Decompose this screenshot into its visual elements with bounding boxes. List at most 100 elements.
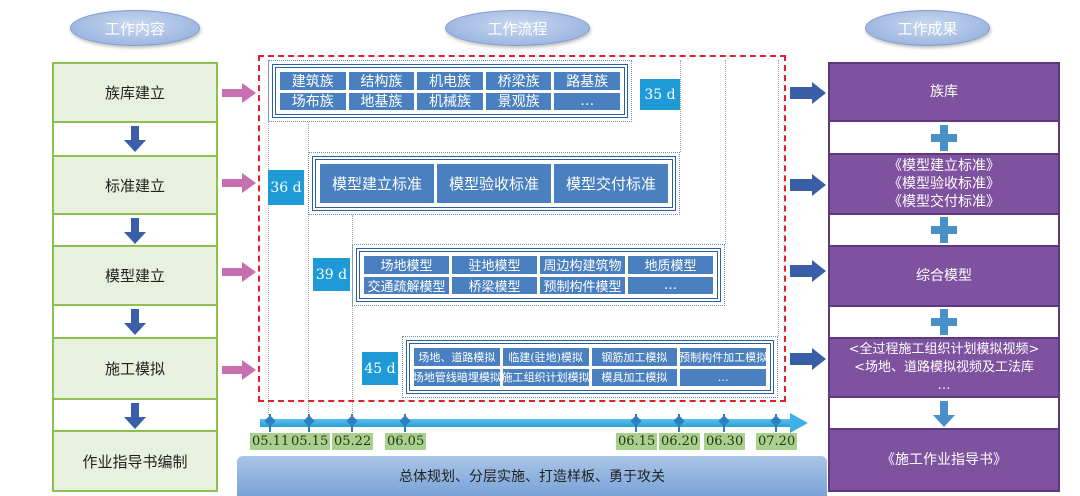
result-construction-guide: 《施工作业指导书》 (828, 428, 1060, 492)
process-item: 建筑族 (280, 72, 346, 90)
timeline-marker-icon (772, 414, 780, 432)
timeline-date: 05.22 (332, 433, 374, 450)
duration-badge: 39 d (313, 258, 350, 291)
process-item: 周边构建筑物 (540, 256, 625, 274)
process-item: 场布族 (280, 92, 346, 110)
result-standards: 《模型建立标准》《模型验收标准》《模型交付标准》 (828, 153, 1060, 215)
process-block-inner: 场地、道路模拟临建(驻地)模拟钢筋加工模拟预制构件加工模拟场地管线暗埋模拟施工组… (406, 340, 774, 394)
process-item: 模型验收标准 (437, 164, 551, 203)
process-item: 模型交付标准 (554, 164, 668, 203)
timeline-date: 06.20 (659, 433, 701, 450)
result-line: <全过程施工组织计划模拟视频> (848, 341, 1040, 357)
process-block: 场地、道路模拟临建(驻地)模拟钢筋加工模拟预制构件加工模拟场地管线暗埋模拟施工组… (402, 336, 778, 398)
down-arrow-icon (124, 309, 146, 335)
left-step-standards: 标准建立 (52, 155, 218, 215)
result-simulation-videos: <全过程施工组织计划模拟视频> <场地、道路模拟视频及工法库 … (828, 337, 1060, 398)
timeline-bar (260, 419, 792, 427)
result-gap (828, 307, 1060, 337)
process-item: … (628, 276, 713, 294)
process-block-inner: 场地模型驻地模型周边构建筑物地质模型交通疏解模型桥梁模型预制构件模型… (356, 248, 721, 302)
process-item: 场地、道路模拟 (414, 348, 500, 366)
plus-icon (931, 124, 957, 151)
result-line: 《模型交付标准》 (888, 194, 1000, 210)
header-work-results: 工作成果 (865, 10, 990, 46)
timeline-marker-icon (675, 414, 683, 432)
guide-line (778, 60, 779, 336)
right-arrow-icon (790, 82, 826, 104)
guide-line (268, 60, 269, 415)
process-item: 驻地模型 (452, 256, 537, 274)
timeline-date: 06.30 (704, 433, 746, 450)
guide-line (725, 60, 726, 244)
process-item: 场地模型 (364, 256, 449, 274)
result-line: 族库 (930, 84, 958, 100)
timeline-marker-icon (305, 414, 313, 432)
left-gap (52, 215, 218, 245)
process-block-inner: 建筑族结构族机电族桥梁族路基族场布族地基族机械族景观族… (272, 64, 628, 118)
result-line: 《模型验收标准》 (888, 176, 1000, 192)
result-line: <场地、道路模拟视频及工法库 (854, 359, 1034, 375)
process-item: 预制构件模型 (540, 276, 625, 294)
process-block: 模型建立标准模型验收标准模型交付标准 (308, 152, 680, 215)
header-work-process: 工作流程 (445, 10, 590, 46)
process-item: … (554, 92, 620, 110)
process-item: … (680, 368, 766, 386)
process-block-inner: 模型建立标准模型验收标准模型交付标准 (312, 156, 676, 211)
right-arrow-icon (790, 260, 826, 282)
timeline-date: 05.11 (250, 433, 292, 450)
process-item: 机械族 (417, 92, 483, 110)
down-arrow-icon (933, 401, 955, 427)
right-arrow-icon (790, 348, 826, 370)
result-gap (828, 122, 1060, 153)
left-step-family-library: 族库建立 (52, 62, 218, 123)
result-line: 《模型建立标准》 (888, 158, 1000, 174)
motto-banner: 总体规划、分层实施、打造样板、勇于攻关 (237, 456, 827, 496)
result-line: 综合模型 (916, 268, 972, 284)
process-item: 场地管线暗埋模拟 (414, 368, 500, 386)
timeline-date: 06.05 (385, 433, 427, 450)
left-step-modeling: 模型建立 (52, 245, 218, 306)
process-item: 结构族 (348, 72, 415, 90)
timeline-marker-icon (401, 414, 409, 432)
duration-badge: 35 d (640, 79, 680, 110)
process-item: 景观族 (485, 92, 552, 110)
down-arrow-icon (124, 403, 146, 429)
right-arrow-icon (222, 262, 256, 282)
plus-icon (931, 309, 957, 335)
plus-icon (931, 217, 957, 243)
right-arrow-icon (222, 173, 256, 193)
process-item: 地基族 (348, 92, 415, 110)
process-item: 地质模型 (628, 256, 713, 274)
result-line: 《施工作业指导书》 (881, 452, 1007, 468)
process-item: 施工组织计划模拟 (502, 368, 589, 386)
process-frame (258, 55, 786, 402)
result-gap (828, 215, 1060, 245)
header-work-content: 工作内容 (70, 10, 200, 46)
process-item: 路基族 (554, 72, 620, 90)
left-step-guide: 作业指导书编制 (52, 430, 218, 492)
timeline-date: 05.15 (289, 433, 331, 450)
result-line: … (937, 377, 951, 393)
down-arrow-icon (124, 218, 146, 244)
process-item: 桥梁族 (485, 72, 552, 90)
left-gap (52, 400, 218, 430)
process-item: 预制构件加工模拟 (680, 348, 766, 366)
result-family-library: 族库 (828, 62, 1060, 122)
timeline-marker-icon (720, 414, 728, 432)
right-arrow-icon (790, 174, 826, 196)
guide-line (308, 122, 309, 415)
process-item: 钢筋加工模拟 (591, 348, 678, 366)
process-item: 临建(驻地)模拟 (502, 348, 589, 366)
process-item: 交通疏解模型 (364, 276, 449, 294)
duration-badge: 36 d (268, 170, 304, 205)
duration-badge: 45 d (362, 352, 398, 385)
process-item: 模具加工模拟 (591, 368, 678, 386)
process-block: 建筑族结构族机电族桥梁族路基族场布族地基族机械族景观族… (268, 60, 632, 122)
timeline-date: 07.20 (756, 433, 798, 450)
process-item: 模型建立标准 (320, 164, 434, 203)
timeline-date: 06.15 (616, 433, 658, 450)
left-gap (52, 306, 218, 337)
result-integrated-model: 综合模型 (828, 245, 1060, 307)
guide-line (352, 215, 353, 415)
process-item: 桥梁模型 (452, 276, 537, 294)
